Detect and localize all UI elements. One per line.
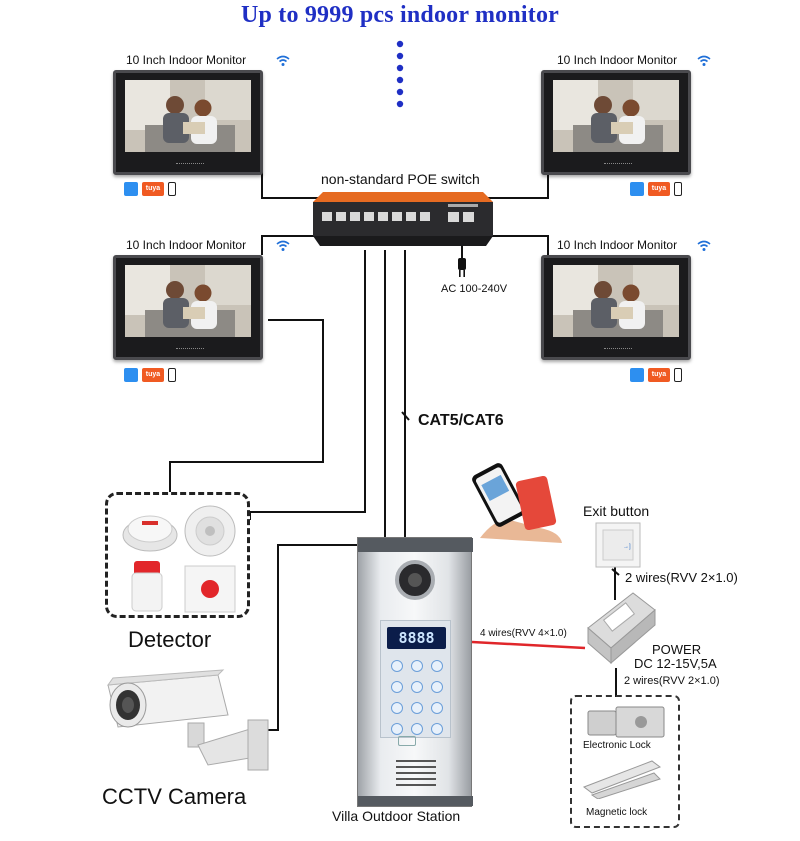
phone-icon bbox=[674, 368, 682, 382]
tuya-icon: tuya bbox=[648, 368, 670, 382]
wire-monitor-bl bbox=[261, 235, 318, 255]
indoor-monitor bbox=[113, 70, 263, 175]
wifi-icon bbox=[697, 55, 711, 66]
wire-detector bbox=[169, 319, 324, 493]
keypad-key[interactable] bbox=[431, 681, 443, 693]
siren-icon bbox=[131, 561, 163, 612]
keypad-key[interactable] bbox=[411, 681, 423, 693]
keypad-key[interactable] bbox=[431, 660, 443, 672]
tuya-icon: tuya bbox=[648, 182, 670, 196]
monitor-label: 10 Inch Indoor Monitor bbox=[126, 53, 247, 67]
wire-cctv-2 bbox=[252, 250, 386, 731]
poe-switch-label: non-standard POE switch bbox=[321, 171, 480, 187]
electronic-lock-image bbox=[587, 706, 665, 738]
phone-icon bbox=[674, 182, 682, 196]
home-app-icon bbox=[124, 368, 138, 382]
app-icons: tuya bbox=[124, 182, 176, 196]
svg-text:→]: →] bbox=[623, 544, 631, 550]
keypad-key[interactable] bbox=[411, 702, 423, 714]
wifi-icon bbox=[276, 55, 290, 66]
electronic-lock-label: Electronic Lock bbox=[583, 740, 651, 751]
camera-lens bbox=[395, 560, 435, 600]
headline: Up to 9999 pcs indoor monitor bbox=[240, 2, 560, 28]
keypad[interactable] bbox=[391, 659, 443, 740]
keypad-key[interactable] bbox=[431, 723, 443, 735]
monitor-label: 10 Inch Indoor Monitor bbox=[557, 238, 678, 252]
cctv-label: CCTV Camera bbox=[102, 784, 247, 809]
monitor-label: 10 Inch Indoor Monitor bbox=[557, 53, 678, 67]
station-wires-label: 4 wires(RVV 4×1.0) bbox=[480, 628, 567, 639]
exit-wires-label: 2 wires(RVV 2×1.0) bbox=[625, 570, 738, 585]
gas-detector-icon bbox=[184, 505, 236, 557]
power-label-line2: DC 12-15V,5A bbox=[634, 656, 717, 671]
monitor-label: 10 Inch Indoor Monitor bbox=[126, 238, 247, 252]
keypad-key[interactable] bbox=[411, 723, 423, 735]
keypad-key[interactable] bbox=[391, 702, 403, 714]
wire-station-power bbox=[471, 640, 586, 650]
monitor-screen-image bbox=[125, 265, 251, 337]
exit-button-label: Exit button bbox=[583, 503, 650, 519]
station-display: 8888 bbox=[398, 629, 435, 647]
poe-switch-image bbox=[313, 192, 493, 246]
power-supply-image bbox=[587, 592, 656, 665]
keypad-key[interactable] bbox=[411, 660, 423, 672]
detector-label: Detector bbox=[128, 627, 212, 652]
phone-icon bbox=[168, 368, 176, 382]
ac-plug-icon bbox=[458, 258, 466, 277]
app-icons: tuya bbox=[630, 182, 682, 196]
indoor-monitor bbox=[541, 255, 691, 360]
monitor-screen-image bbox=[125, 80, 251, 152]
monitor-screen-image bbox=[553, 80, 679, 152]
cctv-camera-icon bbox=[106, 669, 269, 771]
cable-label: CAT5/CAT6 bbox=[418, 412, 504, 429]
tuya-icon: tuya bbox=[142, 182, 164, 196]
detector-group bbox=[105, 492, 250, 618]
rfid-card-icon bbox=[398, 736, 416, 746]
home-app-icon bbox=[124, 182, 138, 196]
more-monitors-dots bbox=[396, 40, 404, 108]
home-app-icon bbox=[630, 368, 644, 382]
emergency-button-icon bbox=[184, 565, 236, 613]
lock-group: Electronic Lock Magnetic lock bbox=[570, 695, 680, 828]
speaker-grille bbox=[396, 760, 436, 786]
magnetic-lock-label: Magnetic lock bbox=[586, 807, 648, 818]
exit-button-image[interactable]: →] bbox=[595, 522, 641, 568]
villa-outdoor-station: 8888 bbox=[357, 537, 473, 807]
lock-wires-label: 2 wires(RVV 2×1.0) bbox=[624, 675, 720, 687]
app-icons: tuya bbox=[630, 368, 682, 382]
smartphone-app-image bbox=[472, 463, 562, 543]
home-app-icon bbox=[630, 182, 644, 196]
monitor-screen-image bbox=[553, 265, 679, 337]
phone-icon bbox=[168, 182, 176, 196]
smoke-detector-icon bbox=[122, 515, 178, 552]
indoor-monitor bbox=[541, 70, 691, 175]
app-icons: tuya bbox=[124, 368, 176, 382]
tuya-icon: tuya bbox=[142, 368, 164, 382]
power-label-line1: POWER bbox=[652, 642, 702, 657]
keypad-key[interactable] bbox=[391, 660, 403, 672]
keypad-key[interactable] bbox=[391, 681, 403, 693]
wire-cctv bbox=[249, 250, 366, 520]
indoor-monitor bbox=[113, 255, 263, 360]
wire-monitor-br bbox=[488, 235, 549, 255]
wifi-icon bbox=[697, 240, 711, 251]
wire-monitor-tl bbox=[261, 170, 318, 199]
keypad-key[interactable] bbox=[391, 723, 403, 735]
wifi-icon bbox=[276, 240, 290, 251]
ac-power-label: AC 100-240V bbox=[441, 283, 508, 295]
outdoor-station-label: Villa Outdoor Station bbox=[332, 808, 461, 824]
magnetic-lock-image bbox=[582, 760, 662, 799]
keypad-key[interactable] bbox=[431, 702, 443, 714]
wire-monitor-tr bbox=[488, 170, 549, 199]
station-keypad-panel: 8888 bbox=[380, 620, 451, 738]
